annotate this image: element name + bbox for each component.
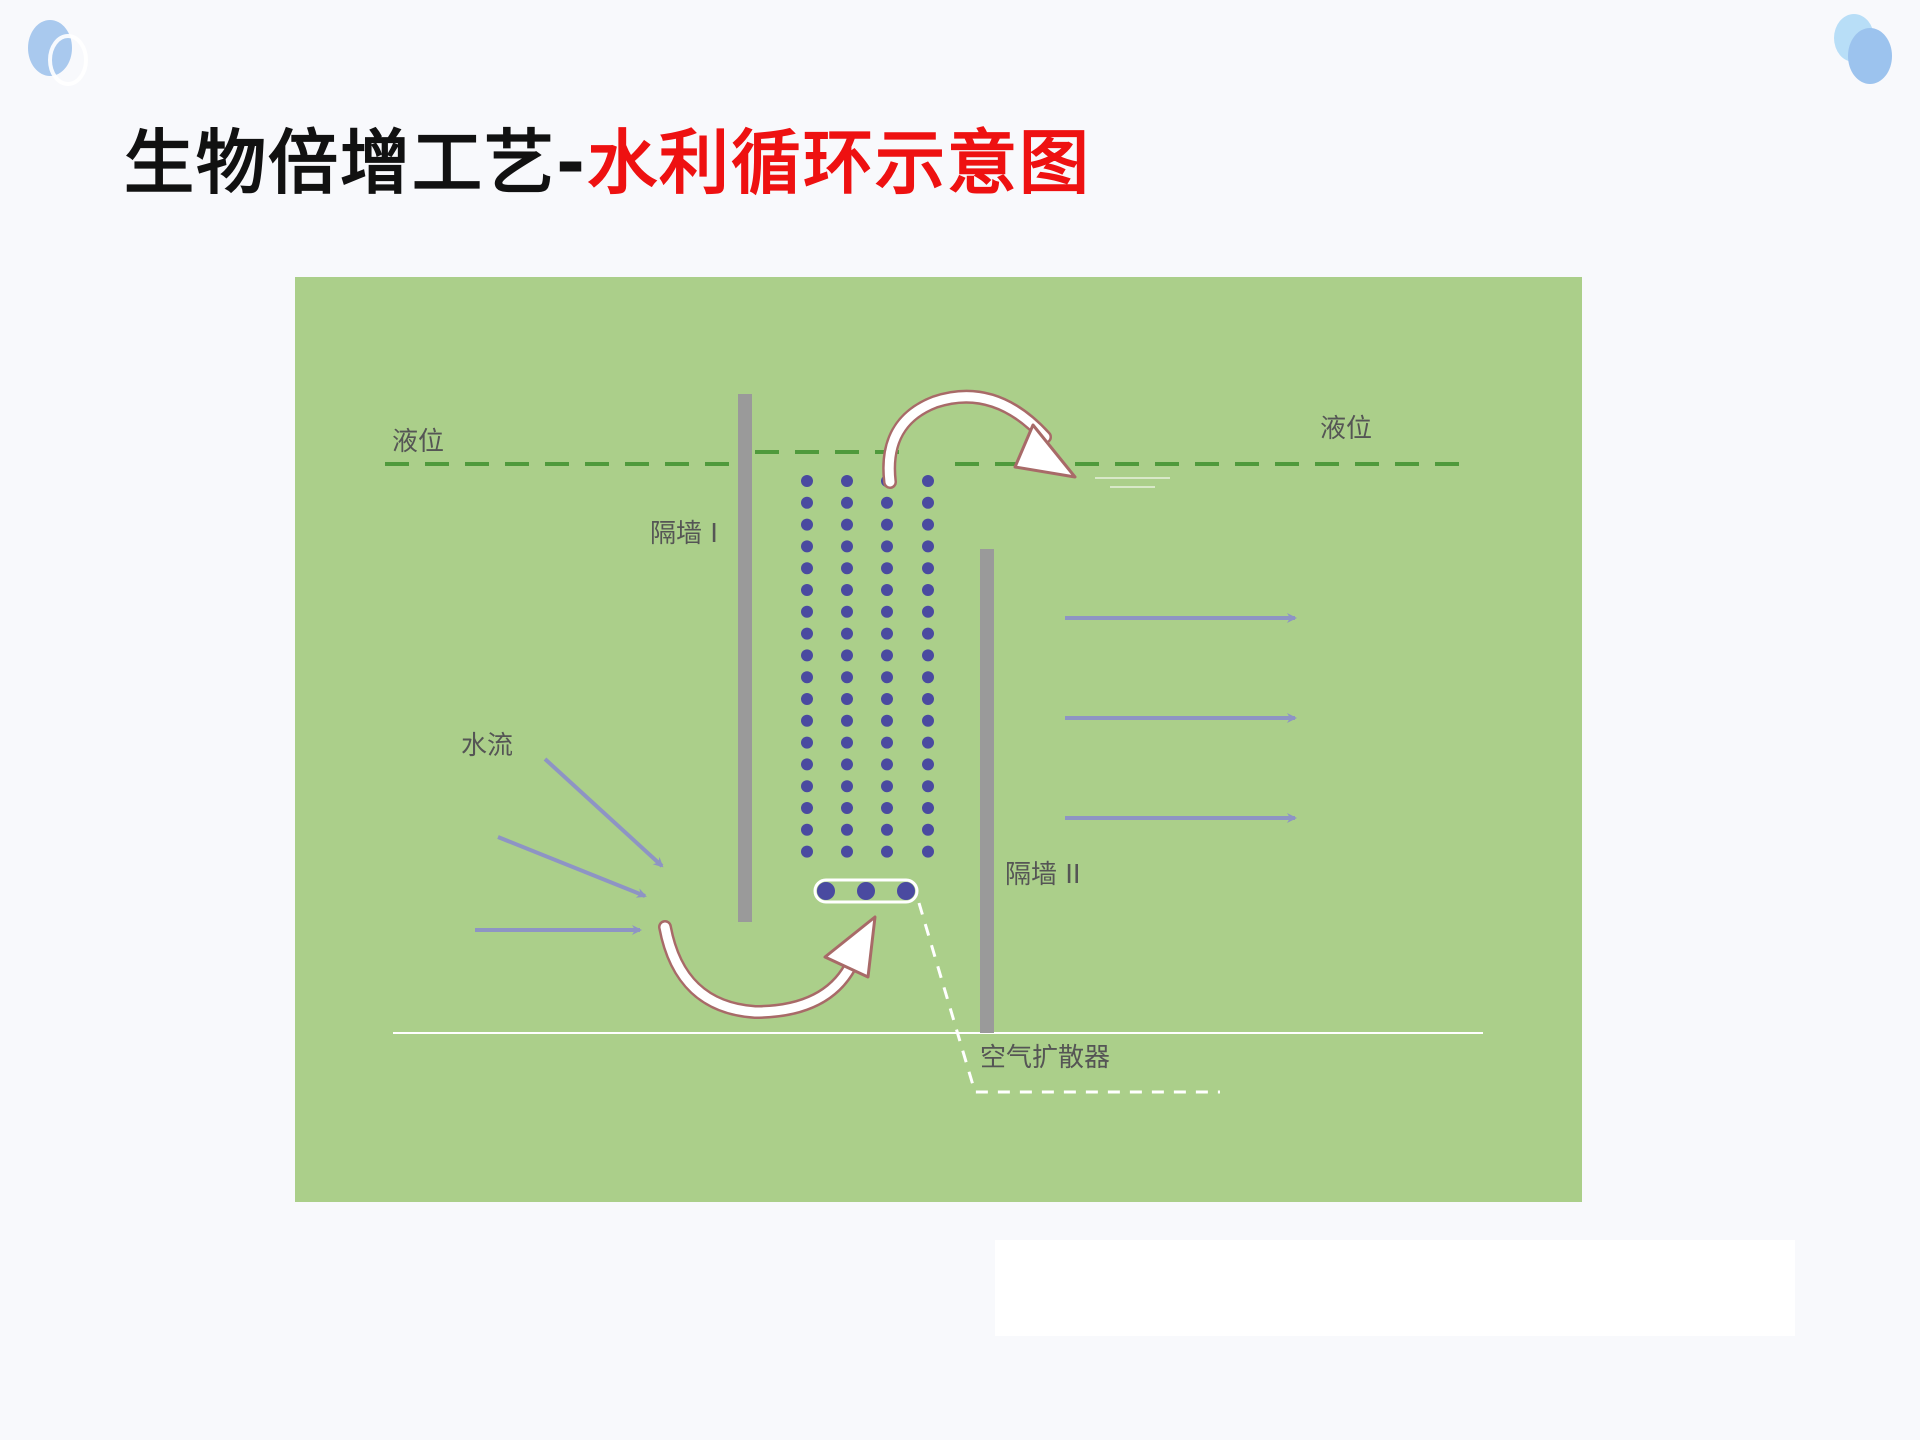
bubble [881, 584, 893, 596]
bubble [841, 758, 853, 771]
bubble [801, 605, 813, 618]
bubble [881, 823, 893, 836]
bubble [881, 780, 893, 793]
bubble [881, 736, 893, 749]
bubble [801, 693, 813, 705]
bubble [922, 475, 934, 487]
partition-wall-1 [738, 394, 752, 922]
air-diffuser [813, 878, 919, 904]
air-supply-pipe [917, 902, 1220, 1094]
bubble [801, 540, 813, 553]
label-air-diffuser: 空气扩散器 [980, 1043, 1110, 1073]
circulation-arrow-top [882, 389, 1077, 489]
decor-bubble-top-right [1834, 14, 1892, 84]
bubble [801, 714, 813, 727]
bubble [801, 780, 813, 793]
bubble [841, 845, 853, 858]
page-title: 生物倍增工艺-水利循环示意图 [124, 118, 1091, 208]
bubble [841, 605, 853, 618]
bubble [841, 475, 853, 487]
bubble [801, 802, 813, 814]
label-liquid-level-left: 液位 [392, 427, 444, 457]
bubble [922, 496, 934, 509]
bubble [881, 627, 893, 640]
bubble [841, 671, 853, 684]
bubble [801, 736, 813, 749]
bubble [922, 605, 934, 618]
bubble [922, 540, 934, 553]
bubble [841, 496, 853, 509]
label-water-flow: 水流 [461, 731, 513, 761]
bubble [841, 780, 853, 793]
bubble [881, 714, 893, 727]
circulation-arrow-bottom [658, 915, 877, 1020]
diagram-background [295, 277, 1582, 1202]
bubble [881, 540, 893, 553]
title-red-part: 水利循环示意图 [587, 122, 1092, 204]
bubble [881, 758, 893, 771]
bubble [841, 518, 853, 531]
bubble [922, 627, 934, 640]
bubble [841, 649, 853, 662]
bubble [841, 802, 853, 814]
bubble [922, 693, 934, 705]
blank-text-box [995, 1240, 1795, 1336]
bubble [841, 714, 853, 727]
title-black-part: 生物倍增工艺- [124, 122, 588, 204]
bubble [801, 671, 813, 684]
bubble [801, 845, 813, 858]
bubble [841, 540, 853, 553]
bubble [922, 802, 934, 814]
bubble [922, 649, 934, 662]
bubble [841, 584, 853, 596]
bubble [841, 627, 853, 640]
bubble [881, 671, 893, 684]
bubble [801, 649, 813, 662]
bubble [922, 584, 934, 596]
bubble [881, 693, 893, 705]
partition-wall-2 [980, 549, 994, 1033]
bubble [841, 823, 853, 836]
bubble [801, 475, 813, 487]
hydraulic-circulation-diagram: 液位 液位 隔墙 I 隔墙 II 水流 空气扩散器 [295, 277, 1582, 1202]
bubble [922, 671, 934, 684]
bubble [881, 649, 893, 662]
bubble [841, 736, 853, 749]
bubble [801, 562, 813, 575]
bubble [922, 823, 934, 836]
bubble [841, 562, 853, 575]
bubble [881, 496, 893, 509]
bubble [801, 823, 813, 836]
label-partition-wall-2: 隔墙 II [1005, 860, 1081, 890]
bubble [922, 845, 934, 858]
label-liquid-level-right: 液位 [1320, 414, 1372, 444]
bubble [922, 562, 934, 575]
bubble [801, 496, 813, 509]
bubble [881, 802, 893, 814]
bubble [881, 562, 893, 575]
inflow-arrow-2 [497, 835, 647, 898]
bubble [922, 736, 934, 749]
bubble [841, 693, 853, 705]
bubble [881, 518, 893, 531]
decor-bubble-top-left [28, 20, 88, 86]
bubble [922, 780, 934, 793]
bubble [801, 758, 813, 771]
bubble [922, 758, 934, 771]
bubble [881, 605, 893, 618]
bubble [922, 714, 934, 727]
bubble [801, 518, 813, 531]
inflow-arrow-1 [543, 757, 664, 868]
bubble [881, 845, 893, 858]
bubble [801, 627, 813, 640]
label-partition-wall-1: 隔墙 I [650, 519, 718, 549]
bubble [922, 518, 934, 531]
bubble [801, 584, 813, 596]
